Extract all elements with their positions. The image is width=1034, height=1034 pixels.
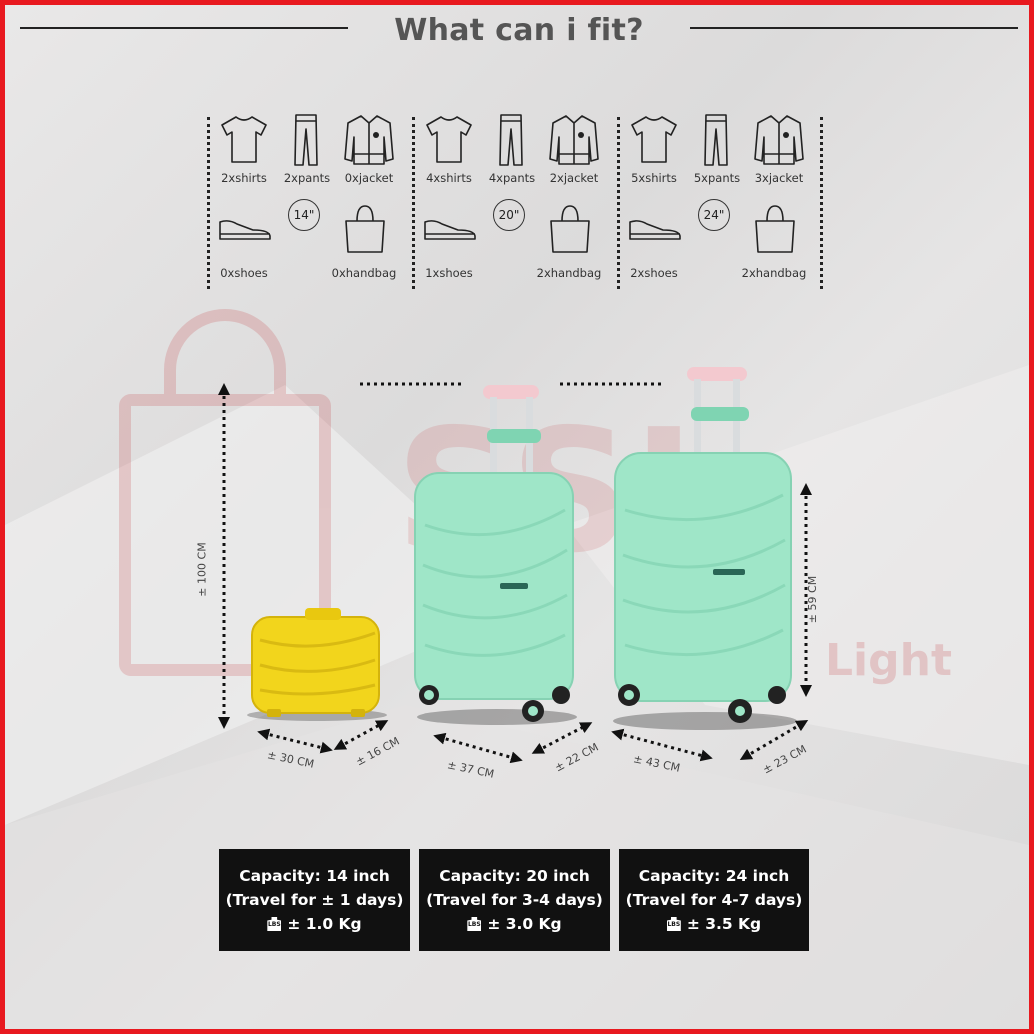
jacket-count-label: 2xjacket [549,171,599,185]
shoe-icon [217,215,273,245]
watermark-light-text: Light [825,635,952,686]
weight-label: ± 3.0 Kg [487,915,562,933]
shoe-icon [422,215,478,245]
handbag-icon [548,203,592,259]
width-arrow-20 [433,732,523,764]
travel-label: (Travel for 3-4 days) [426,891,603,909]
title-rule-right [690,27,1018,29]
pants-icon [293,113,319,171]
weight-row: LBS ± 3.5 Kg [619,912,809,936]
capacity-label: Capacity: 24 inch [638,867,790,885]
capacity-box-20: Capacity: 20 inch (Travel for 3-4 days) … [419,849,610,951]
shoes-count-label: 2xshoes [630,266,678,280]
capacity-label: Capacity: 14 inch [239,867,390,885]
depth-arrow-20 [531,722,593,754]
size-badge: 14" [288,199,320,231]
suitcase-20 [414,385,577,725]
weight-label: ± 3.5 Kg [686,915,762,933]
tshirt-icon [629,113,679,169]
depth-arrow-vanity [333,720,389,750]
luggage-illustration [218,367,812,764]
tshirt-icon [424,113,474,169]
weight-row: LBS ± 1.0 Kg [219,912,410,936]
handbag-count-label: 0xhandbag [331,266,397,280]
pants-count-label: 4xpants [488,171,536,185]
fit-column-divider [820,117,823,289]
page-title: What can i fit? [394,13,644,48]
fit-column-divider [412,117,415,289]
weight-icon: LBS [666,917,681,931]
shirts-count-label: 5xshirts [631,171,677,185]
travel-label: (Travel for ± 1 days) [225,891,404,909]
depth-arrow-24 [739,719,809,761]
weight-row: LBS ± 3.0 Kg [419,912,610,936]
title-rule-left [20,27,348,29]
width-arrow-vanity [257,728,333,754]
capacity-label: Capacity: 20 inch [439,867,590,885]
height-24-label: ± 59 CM [806,575,820,624]
jacket-icon [343,113,395,171]
handbag-count-label: 2xhandbag [536,266,602,280]
shirts-count-label: 4xshirts [426,171,472,185]
pants-icon [498,113,524,171]
capacity-box-14: Capacity: 14 inch (Travel for ± 1 days) … [219,849,410,951]
handbag-icon [753,203,797,259]
weight-icon: LBS [467,917,482,931]
shoes-count-label: 1xshoes [425,266,473,280]
width-arrow-24 [611,728,713,762]
jacket-count-label: 3xjacket [754,171,804,185]
pants-count-label: 2xpants [283,171,331,185]
travel-label: (Travel for 4-7 days) [625,891,803,909]
tshirt-icon [219,113,269,169]
shirts-count-label: 2xshirts [221,171,267,185]
jacket-icon [548,113,600,171]
fit-column-divider [207,117,210,289]
pants-icon [703,113,729,171]
size-badge: 24" [698,199,730,231]
handbag-count-label: 2xhandbag [741,266,807,280]
jacket-count-label: 0xjacket [344,171,394,185]
shoe-icon [627,215,683,245]
vanity-case-14 [247,608,387,721]
weight-icon: LBS [267,917,282,931]
pants-count-label: 5xpants [693,171,741,185]
suitcase-24 [613,367,797,730]
jacket-icon [753,113,805,171]
fit-column-divider [617,117,620,289]
shoes-count-label: 0xshoes [220,266,268,280]
capacity-box-24: Capacity: 24 inch (Travel for 4-7 days) … [619,849,809,951]
handbag-icon [343,203,387,259]
weight-label: ± 1.0 Kg [287,915,362,933]
height-total-label: ± 100 CM [195,542,209,597]
size-badge: 20" [493,199,525,231]
